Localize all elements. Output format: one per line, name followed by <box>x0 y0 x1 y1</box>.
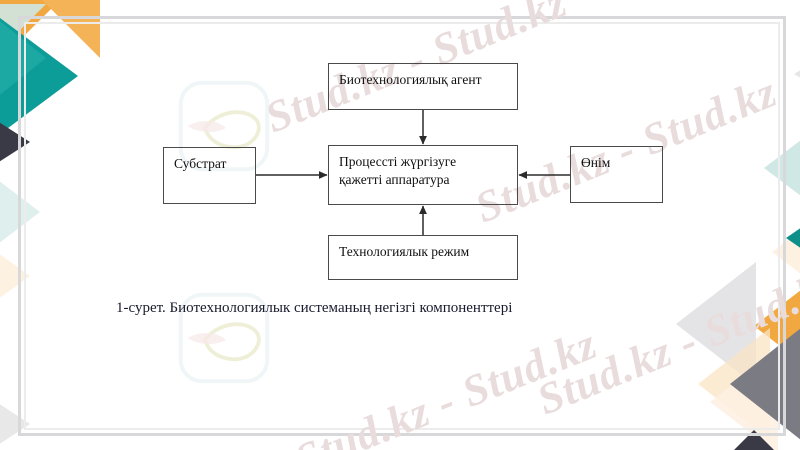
node-biotechnological-agent[interactable]: Биотехнологиялық агент <box>328 63 518 110</box>
slide-frame-outer <box>18 16 786 436</box>
node-label: Биотехнологиялық агент <box>339 72 482 87</box>
node-apparatus[interactable]: Процессті жүргізуге қажетті аппаратура <box>328 145 518 205</box>
node-substrate[interactable]: Субстрат <box>163 147 256 204</box>
node-label: Субстрат <box>174 156 227 171</box>
node-label-line1: Процессті жүргізуге <box>339 154 457 169</box>
node-label: Технологиялык режим <box>339 244 470 259</box>
node-technological-regime[interactable]: Технологиялык режим <box>328 235 518 280</box>
slide-frame-inner <box>24 22 780 430</box>
figure-caption: 1-сурет. Биотехнологиялык системаның нег… <box>116 300 513 316</box>
node-label: Өнім <box>581 155 611 170</box>
node-product[interactable]: Өнім <box>570 146 663 203</box>
node-label-line2: қажетті аппаратура <box>339 172 450 188</box>
